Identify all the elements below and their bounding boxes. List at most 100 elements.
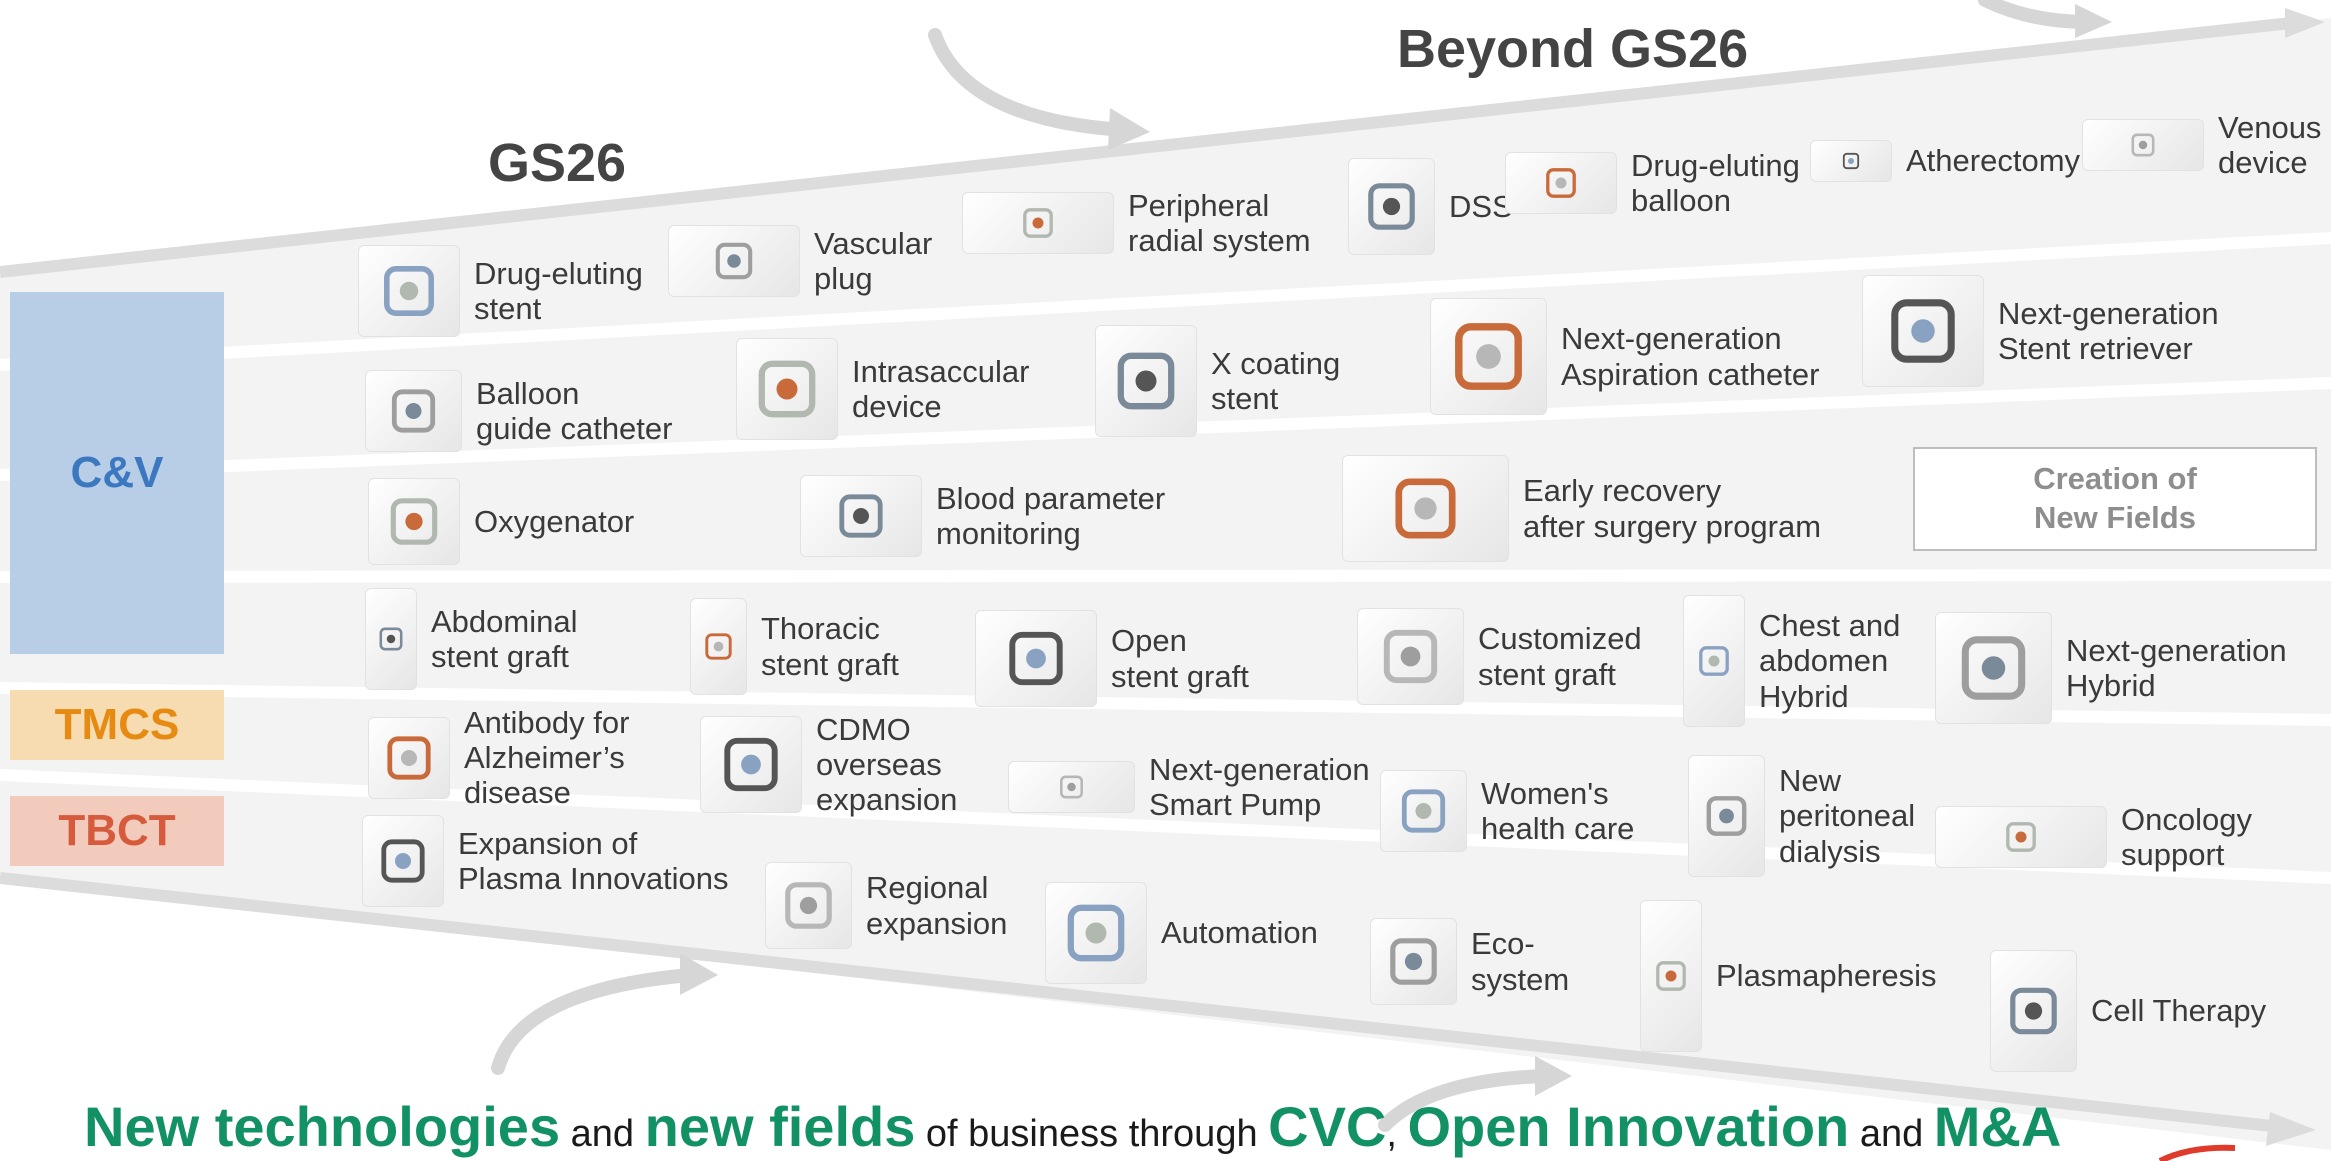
product-label: Venous device (2218, 110, 2322, 181)
curved-arrow-head (1535, 1056, 1572, 1096)
tagline-text: and (1849, 1113, 1934, 1155)
product-label: Early recovery after surgery program (1523, 473, 1822, 544)
product-label: Next-generation Aspiration catheter (1561, 321, 1820, 392)
product-item: Next-generation Stent retriever (1862, 275, 2219, 387)
product-item: Intrasaccular device (736, 338, 1029, 440)
lane-divider-1 (0, 232, 2331, 371)
product-label: Regional expansion (866, 870, 1008, 941)
product-label: Open stent graft (1111, 623, 1249, 694)
stent-icon (358, 245, 460, 337)
gs26-heading: GS26 (488, 133, 627, 193)
test-tubes-icon (700, 716, 802, 814)
product-item: Thoracic stent graft (690, 598, 899, 695)
plasmapheresis-icon (1640, 900, 1702, 1052)
product-label: Chest and abdomen Hybrid (1759, 608, 1901, 714)
product-item: Peripheral radial system (962, 188, 1311, 258)
product-label: Intrasaccular device (852, 353, 1030, 424)
product-item: Next-generation Smart Pump (1008, 752, 1370, 822)
product-label: New peritoneal dialysis (1779, 763, 1916, 869)
cell-therapy-icon (1990, 950, 2077, 1072)
aspiration-catheter-icon (1430, 298, 1547, 415)
tablet-icon (1342, 455, 1509, 562)
tagline-new-technologies: New technologies (84, 1095, 561, 1158)
centrifuge-icon (1045, 882, 1147, 984)
product-label: Next-generation Hybrid (2066, 632, 2287, 703)
product-item: Next-generation Hybrid (1935, 612, 2287, 724)
catheter-icon (365, 370, 462, 452)
product-item: Oncology support (1935, 802, 2252, 872)
product-label: CDMO overseas expansion (816, 712, 958, 818)
product-label: X coating stent (1211, 345, 1341, 416)
product-label: Plasmapheresis (1716, 958, 1937, 994)
coated-stent-icon (1095, 325, 1197, 437)
atherectomy-icon (1810, 140, 1892, 182)
product-item: Automation (1045, 882, 1318, 984)
product-label: Drug-eluting balloon (1631, 148, 1800, 219)
product-item: Abdominal stent graft (365, 588, 577, 690)
curved-arrow-bottom-left (491, 968, 697, 1075)
top-arrow-head (2285, 8, 2325, 38)
product-item: Plasmapheresis (1640, 900, 1937, 1052)
product-item: CDMO overseas expansion (700, 712, 957, 817)
product-label: Drug-eluting stent (474, 255, 643, 326)
product-label: Women's health care (1481, 775, 1635, 846)
thoracic-graft-icon (690, 598, 747, 695)
funnel-bottom-edge (0, 872, 2291, 1134)
bottom-arrow-head (2266, 1112, 2316, 1146)
venous-device-icon (2082, 119, 2204, 172)
handheld-device-icon (1380, 770, 1467, 852)
product-label: Antibody for Alzheimer’s disease (464, 705, 630, 811)
anatomy-icon (1357, 608, 1464, 705)
curved-arrow-top-left (928, 28, 1132, 137)
product-item: Atherectomy (1810, 140, 2080, 182)
intrasaccular-icon (736, 338, 838, 440)
product-item: Chest and abdomen Hybrid (1683, 595, 1900, 727)
tagline: New technologies and new fields of busin… (84, 1094, 2061, 1159)
pump-icon (1008, 761, 1135, 814)
product-label: Abdominal stent graft (431, 603, 578, 674)
segment-cv: C&V (10, 292, 224, 654)
product-label: Balloon guide catheter (476, 375, 673, 446)
balloon-icon (1505, 152, 1617, 215)
product-label: Oncology support (2121, 802, 2252, 873)
open-graft-icon (975, 610, 1097, 707)
product-label: Eco- system (1471, 926, 1570, 997)
product-item: Drug-eluting balloon (1505, 148, 1800, 218)
recycle-icon (1370, 918, 1457, 1005)
product-label: Cell Therapy (2091, 993, 2267, 1029)
product-label: Next-generation Smart Pump (1149, 752, 1370, 823)
product-item: New peritoneal dialysis (1688, 755, 1915, 877)
oxygenator-icon (368, 478, 460, 565)
product-item: Oxygenator (368, 478, 634, 565)
product-label: Oxygenator (474, 503, 635, 539)
globe-icon (765, 862, 852, 949)
tagline-new-fields: new fields (644, 1095, 916, 1158)
tagline-text: , (1386, 1113, 1408, 1155)
product-item: Eco- system (1370, 918, 1569, 1005)
product-item: Antibody for Alzheimer’s disease (368, 705, 629, 810)
product-label: Blood parameter monitoring (936, 480, 1166, 551)
monitor-icon (800, 475, 922, 557)
product-item: Regional expansion (765, 862, 1007, 949)
hybrid-graft-icon (1683, 595, 1745, 727)
product-label: Customized stent graft (1478, 621, 1642, 692)
product-item: DSS (1348, 158, 1513, 255)
segment-tmcs: TMCS (10, 690, 224, 760)
segment-tbct: TBCT (10, 796, 224, 866)
syringe-icon (368, 716, 450, 799)
tagline-text: of business through (915, 1113, 1269, 1155)
plasma-machine-icon (362, 815, 444, 907)
stent-retriever-icon (1862, 275, 1984, 387)
product-label: Thoracic stent graft (761, 611, 899, 682)
creation-of-new-fields-box: Creation of New Fields (1913, 447, 2317, 551)
oncology-icon (1935, 806, 2107, 869)
curved-arrow-top-right (1978, 0, 2095, 29)
funnel-top-edge (0, 16, 2301, 278)
product-item: Balloon guide catheter (365, 370, 672, 452)
blue-graft-icon (1935, 612, 2052, 724)
product-item: Open stent graft (975, 610, 1249, 707)
product-label: Atherectomy (1906, 143, 2081, 179)
product-item: Cell Therapy (1990, 950, 2266, 1072)
curved-arrow-head (2075, 4, 2112, 38)
